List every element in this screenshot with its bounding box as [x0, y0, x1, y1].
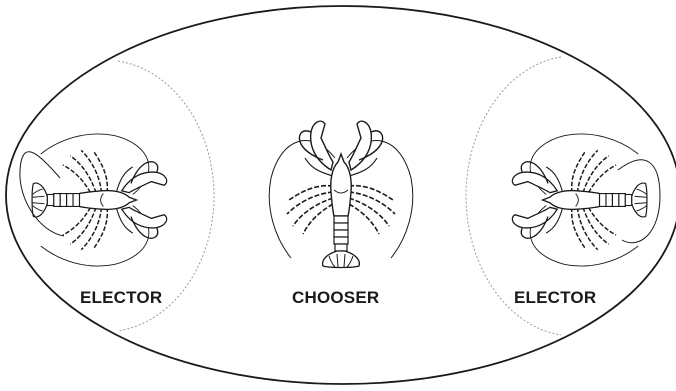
crayfish-icon: [512, 134, 647, 266]
left-elector-label: ELECTOR: [80, 288, 162, 308]
chooser-label: CHOOSER: [292, 288, 379, 308]
crayfish-icon: [32, 134, 167, 266]
right-elector-label: ELECTOR: [514, 288, 596, 308]
crayfish-icon: [269, 121, 413, 267]
